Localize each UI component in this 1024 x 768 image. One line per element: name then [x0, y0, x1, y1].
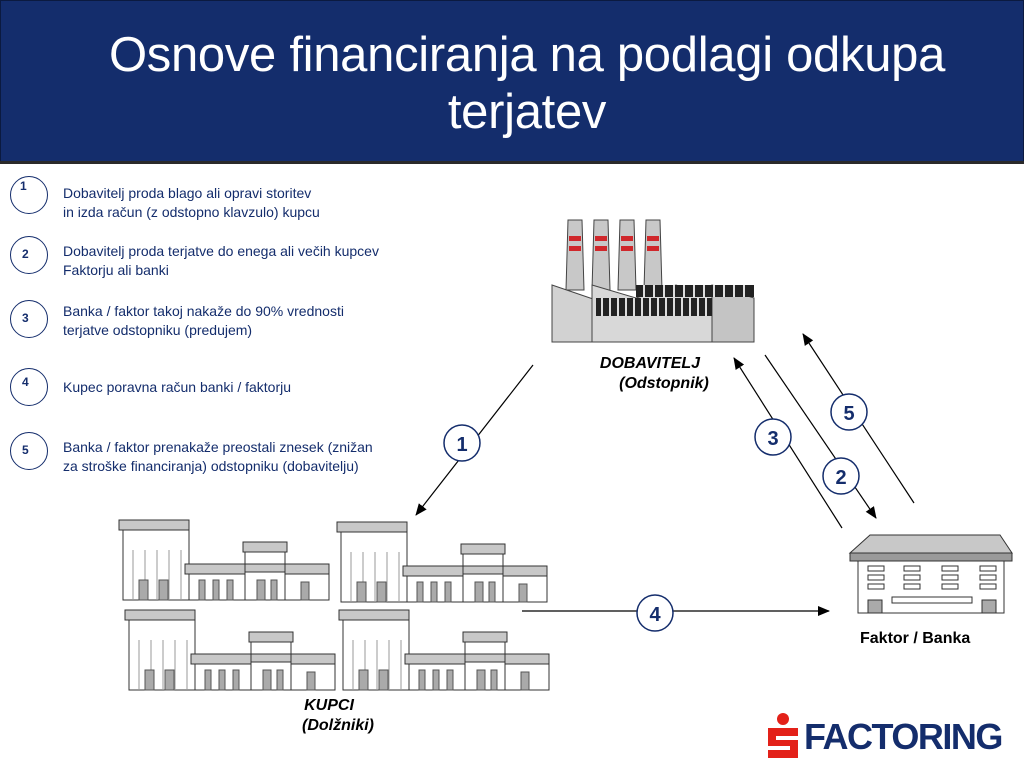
flow-label-4: 4	[649, 604, 661, 626]
bank-building-icon	[848, 534, 1013, 614]
step-number: 4	[22, 375, 29, 389]
step-number: 3	[22, 311, 29, 325]
flow-label-3: 3	[767, 428, 778, 450]
flow-arrow-2	[764, 354, 877, 519]
buyers-warehouses-icon	[118, 519, 550, 691]
supplier-name: DOBAVITELJ	[599, 355, 701, 372]
header-divider	[0, 161, 1024, 164]
step-number-circle	[10, 176, 48, 214]
flow-circle-4: 4	[636, 594, 674, 632]
supplier-label: DOBAVITELJ (Odstopnik)	[570, 354, 730, 394]
flow-label-1: 1	[456, 434, 467, 456]
supplier-subtitle: (Odstopnik)	[619, 375, 709, 392]
step-number-circle	[10, 368, 48, 406]
buyers-name: KUPCI	[304, 697, 354, 714]
step-number-circle	[10, 432, 48, 470]
title-banner: Osnove financiranja na podlagi odkupa te…	[0, 0, 1024, 163]
buyers-subtitle: (Dolžniki)	[302, 717, 374, 734]
step-text: Dobavitelj proda terjatve do enega ali v…	[63, 243, 379, 278]
step-text: Dobavitelj proda blago ali opravi storit…	[63, 185, 320, 220]
step-number: 5	[22, 443, 29, 457]
flow-circle-3: 3	[754, 418, 792, 456]
page-title: Osnove financiranja na podlagi odkupa te…	[108, 28, 946, 139]
step-number: 2	[22, 247, 29, 261]
flow-circle-1: 1	[443, 424, 481, 462]
factory-icon	[551, 219, 755, 343]
step-number-circle	[10, 236, 48, 274]
factor-label: Faktor / Banka	[860, 630, 971, 647]
factoring-logo: FACTORING	[764, 712, 1022, 762]
flow-circle-5: 5	[830, 393, 868, 431]
step-text: Banka / faktor prenakaže preostali znese…	[63, 439, 373, 474]
step-number-circle	[10, 300, 48, 338]
step-number: 1	[20, 179, 27, 193]
flow-circle-2: 2	[822, 457, 860, 495]
step-text: Banka / faktor takoj nakaže do 90% vredn…	[63, 303, 344, 338]
flow-label-2: 2	[835, 467, 846, 489]
flow-label-5: 5	[843, 403, 854, 425]
sparkasse-s-icon	[768, 713, 798, 758]
buyers-label: KUPCI (Dolžniki)	[258, 696, 418, 736]
step-text: Kupec poravna račun banki / faktorju	[63, 379, 292, 395]
logo-text: FACTORING	[804, 716, 1003, 757]
